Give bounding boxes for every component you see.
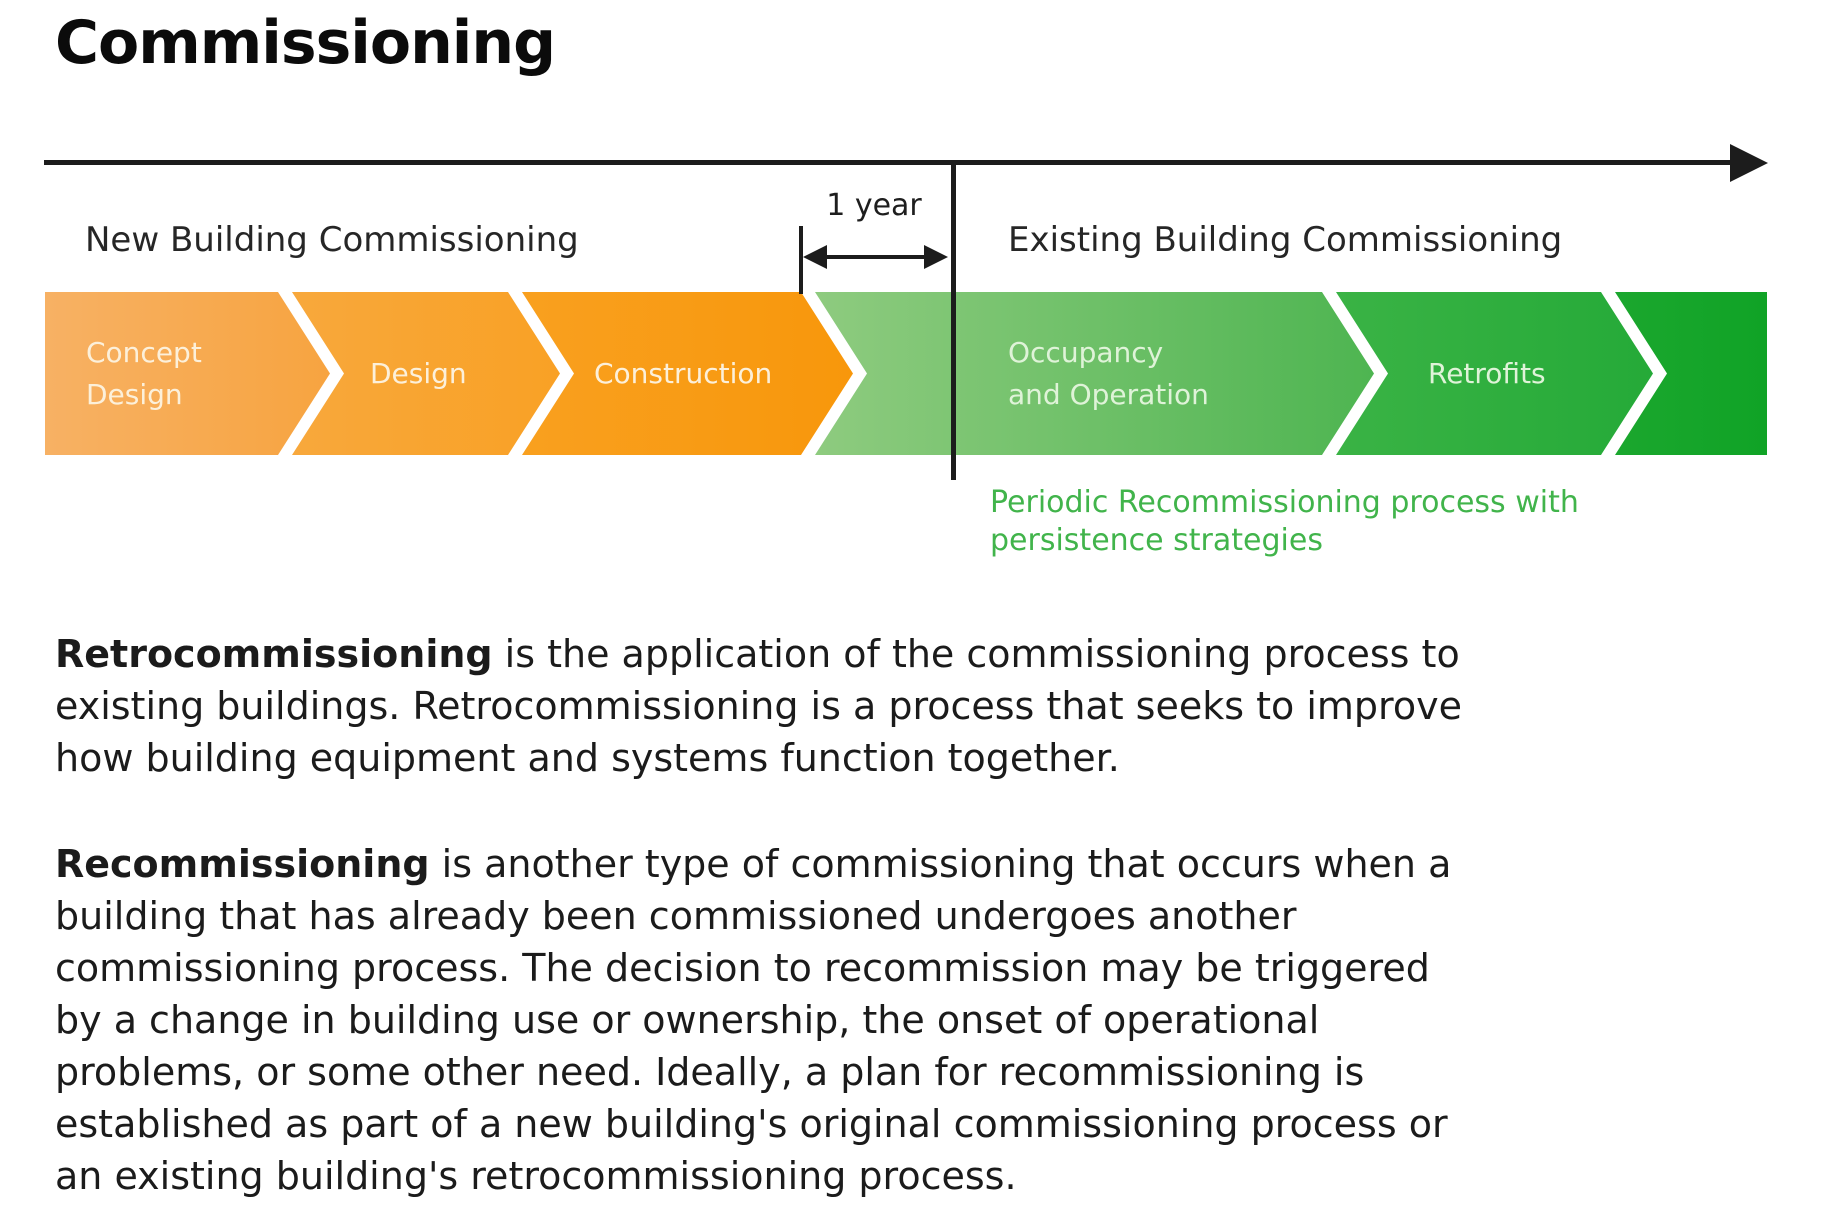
paragraph-lead-word: Recommissioning (55, 842, 430, 886)
existing-building-commissioning-label: Existing Building Commissioning (1008, 220, 1563, 260)
one-year-arrowhead-left-icon (803, 245, 827, 269)
segment-label-retrofits: Retrofits (1428, 357, 1546, 390)
ribbon-segment (45, 292, 330, 455)
paragraph-line: Retrocommissioning is the application of… (55, 628, 1462, 680)
one-year-tick (799, 226, 803, 294)
paragraph-line: an existing building's retrocommissionin… (55, 1154, 1017, 1198)
segment-label-construction: Construction (594, 357, 773, 390)
ribbon-segment (522, 292, 853, 455)
paragraph-retrocommissioning: Retrocommissioning is the application of… (55, 628, 1462, 784)
paragraph-line: building that has already been commissio… (55, 894, 1297, 938)
timeline-line (44, 160, 1736, 165)
paragraph-line: commissioning process. The decision to r… (55, 946, 1430, 990)
paragraph-line: established as part of a new building's … (55, 1102, 1448, 1146)
paragraph-line-text: is another type of commissioning that oc… (429, 842, 1452, 886)
timeline-divider-line (951, 160, 956, 480)
new-building-commissioning-label: New Building Commissioning (85, 220, 579, 260)
paragraph-line: how building equipment and systems funct… (55, 736, 1120, 780)
ribbon-segment (1336, 292, 1653, 455)
paragraph-line-text: is the application of the commissioning … (492, 632, 1460, 676)
segment-label-occupancy-operation: Occupancy and Operation (1008, 336, 1209, 411)
paragraph-recommissioning: Recommissioning is another type of commi… (55, 838, 1451, 1202)
segment-label-concept-design: Concept Design (86, 336, 202, 411)
ribbon-segment (815, 292, 1374, 455)
annotation-text: Periodic Recommissioning process with pe… (990, 485, 1579, 558)
timeline-arrowhead-icon (1730, 144, 1768, 182)
paragraph-line: existing buildings. Retrocommissioning i… (55, 684, 1462, 728)
paragraph-lead-word: Retrocommissioning (55, 632, 493, 676)
page-title: Commissioning (55, 8, 556, 78)
segment-label-design: Design (370, 357, 467, 390)
paragraph-line: Recommissioning is another type of commi… (55, 838, 1451, 890)
paragraph-line: problems, or some other need. Ideally, a… (55, 1050, 1365, 1094)
one-year-label: 1 year (826, 188, 922, 223)
one-year-arrow-line (818, 255, 932, 259)
paragraph-line: by a change in building use or ownership… (55, 998, 1320, 1042)
one-year-arrowhead-right-icon (924, 245, 948, 269)
